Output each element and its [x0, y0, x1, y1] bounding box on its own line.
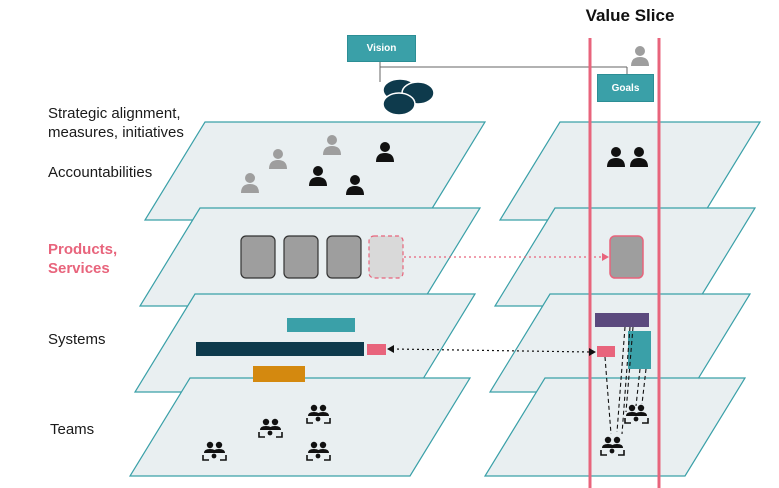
- layer-label-products-line1: Products,: [48, 241, 118, 258]
- layer-label-accountabilities: Accountabilities: [48, 164, 153, 181]
- arrow-icon: [589, 348, 596, 356]
- layer-label-products-line2: Services: [48, 260, 110, 277]
- system-bar-teal-vertical: [628, 331, 651, 369]
- vision-goals-connector: [379, 62, 628, 82]
- layer-label-teams: Teams: [50, 421, 95, 438]
- person-icon: [323, 135, 341, 155]
- system-bar-teal: [287, 318, 355, 332]
- product-box: [283, 235, 319, 279]
- layer-label-products: Products, Services: [48, 240, 117, 278]
- goals-box: Goals: [597, 74, 654, 102]
- system-team-links: [604, 326, 647, 435]
- left-plane-teams: [128, 377, 472, 477]
- person-icon: [631, 46, 649, 66]
- product-box-slice: [609, 235, 644, 279]
- system-bar-purple: [595, 313, 649, 327]
- layer-label-strategic-line2: measures, initiatives: [48, 124, 184, 141]
- person-icon: [241, 173, 259, 193]
- system-bar-orange: [253, 366, 305, 382]
- person-icon: [607, 147, 625, 167]
- right-plane-systems: [488, 293, 752, 393]
- person-icon: [309, 166, 327, 186]
- right-plane-accountabilities: [498, 121, 762, 221]
- product-box-highlighted: [368, 235, 404, 279]
- person-icon: [346, 175, 364, 195]
- person-icon: [630, 147, 648, 167]
- layer-label-systems: Systems: [48, 331, 106, 348]
- right-plane-teams: [483, 377, 747, 477]
- layer-label-strategic: Strategic alignment, measures, initiativ…: [48, 104, 184, 142]
- value-slice-title: Value Slice: [585, 6, 675, 25]
- layer-label-strategic-line1: Strategic alignment,: [48, 105, 181, 122]
- cluster-icon: [382, 78, 435, 116]
- product-box: [240, 235, 276, 279]
- system-bar-pink: [367, 344, 386, 355]
- systems-connector: [391, 348, 591, 353]
- arrow-icon: [387, 345, 394, 353]
- person-icon: [376, 142, 394, 162]
- system-bar-pink: [597, 346, 615, 357]
- product-box: [326, 235, 362, 279]
- person-icon: [269, 149, 287, 169]
- system-bar-navy: [196, 342, 364, 356]
- arrow-icon: [602, 253, 609, 261]
- vision-box: Vision: [347, 35, 416, 62]
